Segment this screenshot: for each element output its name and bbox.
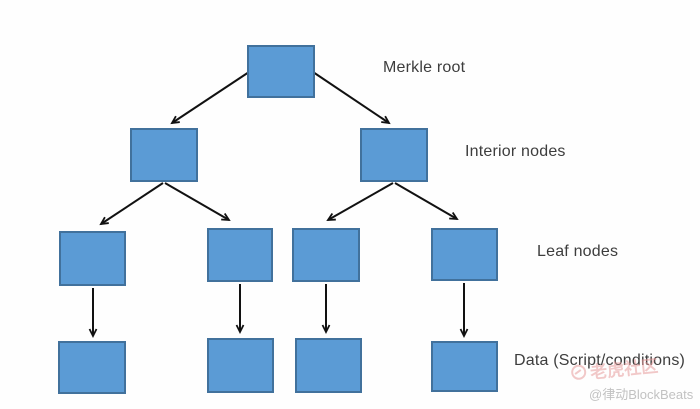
tiger-logo-icon — [570, 364, 587, 381]
node-leaf-1 — [59, 231, 126, 286]
label-leaf-nodes: Leaf nodes — [537, 243, 619, 260]
edge-interior-2-leaf-3 — [326, 182, 394, 221]
node-data-3 — [295, 338, 362, 393]
node-data-4 — [431, 341, 498, 392]
node-leaf-2 — [207, 228, 273, 282]
node-interior-2 — [360, 128, 428, 182]
node-interior-1 — [130, 128, 198, 182]
node-data-2 — [207, 338, 274, 393]
edge-interior-1-leaf-2 — [164, 182, 231, 222]
edge-interior-1-leaf-1 — [99, 182, 164, 226]
label-interior-nodes: Interior nodes — [465, 143, 566, 160]
node-leaf-3 — [292, 228, 360, 282]
node-merkle-root — [247, 45, 315, 98]
edge-interior-2-leaf-4 — [394, 182, 459, 221]
node-data-1 — [58, 341, 126, 394]
label-data-nodes: Data (Script/conditions) — [514, 352, 686, 369]
node-leaf-4 — [431, 228, 498, 281]
label-merkle-root: Merkle root — [383, 59, 466, 76]
edge-root-interior-1 — [170, 71, 250, 125]
watermark-credit: @律动BlockBeats — [589, 387, 694, 402]
edge-root-interior-2 — [312, 71, 391, 125]
